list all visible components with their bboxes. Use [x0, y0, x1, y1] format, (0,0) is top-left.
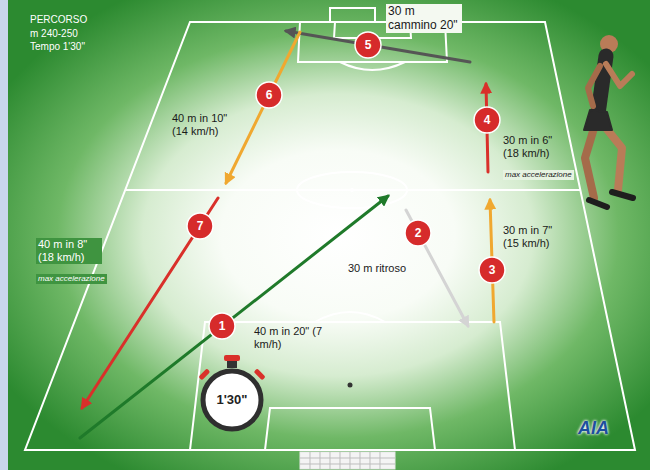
step-circle-fill — [405, 220, 431, 246]
penalty-spot — [348, 383, 353, 388]
label-holder: 30 m in 6" (18 km/h) — [503, 134, 567, 160]
step-circle-fill — [256, 82, 282, 108]
callout-number: 1 — [219, 319, 226, 333]
title-holder: PERCORSO — [30, 14, 120, 26]
step-circle-fill — [479, 257, 505, 283]
callout-number: 3 — [489, 263, 496, 277]
halfway-line — [125, 189, 580, 191]
route-note: 30 m in 6" (18 km/h) — [503, 134, 567, 160]
route-note: max accelerazione — [36, 274, 107, 284]
label-holder: max accelerazione — [503, 163, 575, 181]
step-circle: 6 — [254, 80, 284, 110]
runner-figure — [584, 35, 633, 207]
goal-net-mesh — [300, 452, 395, 469]
route-note: max accelerazione — [503, 170, 574, 180]
label-holder: AIA — [578, 418, 626, 440]
label-holder: 30 m cammino 20" — [386, 4, 462, 33]
label-holder: m 240-250 — [30, 28, 120, 40]
stopwatch-button — [254, 368, 266, 380]
callout-number: 2 — [415, 226, 422, 240]
goal-net — [300, 452, 395, 469]
runner-shoe — [612, 192, 633, 198]
centre-spot — [350, 188, 354, 192]
runner-shorts — [584, 110, 612, 130]
step-circle: 5 — [353, 30, 383, 60]
logo-text: AIA — [578, 418, 626, 440]
step-circle: 3 — [477, 255, 507, 285]
step-circle: 7 — [185, 211, 215, 241]
step-circle: 1 — [207, 311, 237, 341]
goal-area — [265, 408, 435, 450]
stopwatch-button — [198, 368, 210, 380]
callout-number: 4 — [484, 113, 491, 127]
step-circle-fill — [355, 32, 381, 58]
route-note: 30 m cammino 20" — [386, 4, 462, 33]
route-arrow — [286, 31, 470, 62]
step-circle-fill — [187, 213, 213, 239]
page-band — [0, 0, 8, 470]
label-holder: 30 m in 7" (15 km/h) — [503, 224, 567, 250]
label-holder: 40 m in 8" (18 km/h) — [36, 238, 102, 265]
stopwatch-button — [224, 355, 240, 361]
centre-circle — [297, 172, 407, 208]
runner-shoe — [589, 200, 607, 207]
callout-number: 6 — [266, 88, 273, 102]
stopwatch-time: 1'30" — [217, 392, 248, 408]
route-note: 30 m in 7" (15 km/h) — [503, 224, 567, 250]
stopwatch: 1'30" — [200, 368, 264, 432]
route-note: m 240-250 — [30, 28, 120, 40]
route-arrow — [226, 32, 300, 183]
route-note: 40 m in 8" (18 km/h) — [36, 238, 102, 264]
penalty-arc — [340, 62, 405, 70]
step-circle-fill — [209, 313, 235, 339]
route-note: 40 m in 20" (7 km/h) — [254, 325, 324, 351]
callout-number: 7 — [197, 219, 204, 233]
label-holder: 40 m in 20" (7 km/h) — [254, 325, 324, 351]
route-title: PERCORSO — [30, 14, 120, 26]
step-circle: 4 — [472, 105, 502, 135]
route-arrow — [406, 210, 468, 326]
step-circle-fill — [474, 107, 500, 133]
step-circle: 2 — [403, 218, 433, 248]
label-holder: max accelerazione — [36, 267, 112, 285]
route-arrow — [80, 196, 388, 438]
label-holder: 40 m in 10" (14 km/h) — [172, 112, 242, 138]
goal — [330, 8, 375, 22]
stopwatch-ring — [203, 371, 261, 429]
route-note: Tempo 1'30" — [30, 41, 120, 53]
callout-number: 5 — [365, 38, 372, 52]
field-outline — [25, 22, 635, 450]
label-holder: 30 m ritroso — [348, 262, 423, 275]
penalty-arc — [315, 312, 385, 322]
stopwatch-crown — [227, 360, 237, 368]
route-arrow — [82, 198, 218, 408]
runner-arm — [606, 64, 632, 86]
penalty-box — [190, 322, 515, 450]
runner-arm — [588, 66, 600, 106]
route-note: 40 m in 10" (14 km/h) — [172, 112, 242, 138]
label-holder: Tempo 1'30" — [30, 41, 120, 53]
route-note: 30 m ritroso — [348, 262, 423, 275]
